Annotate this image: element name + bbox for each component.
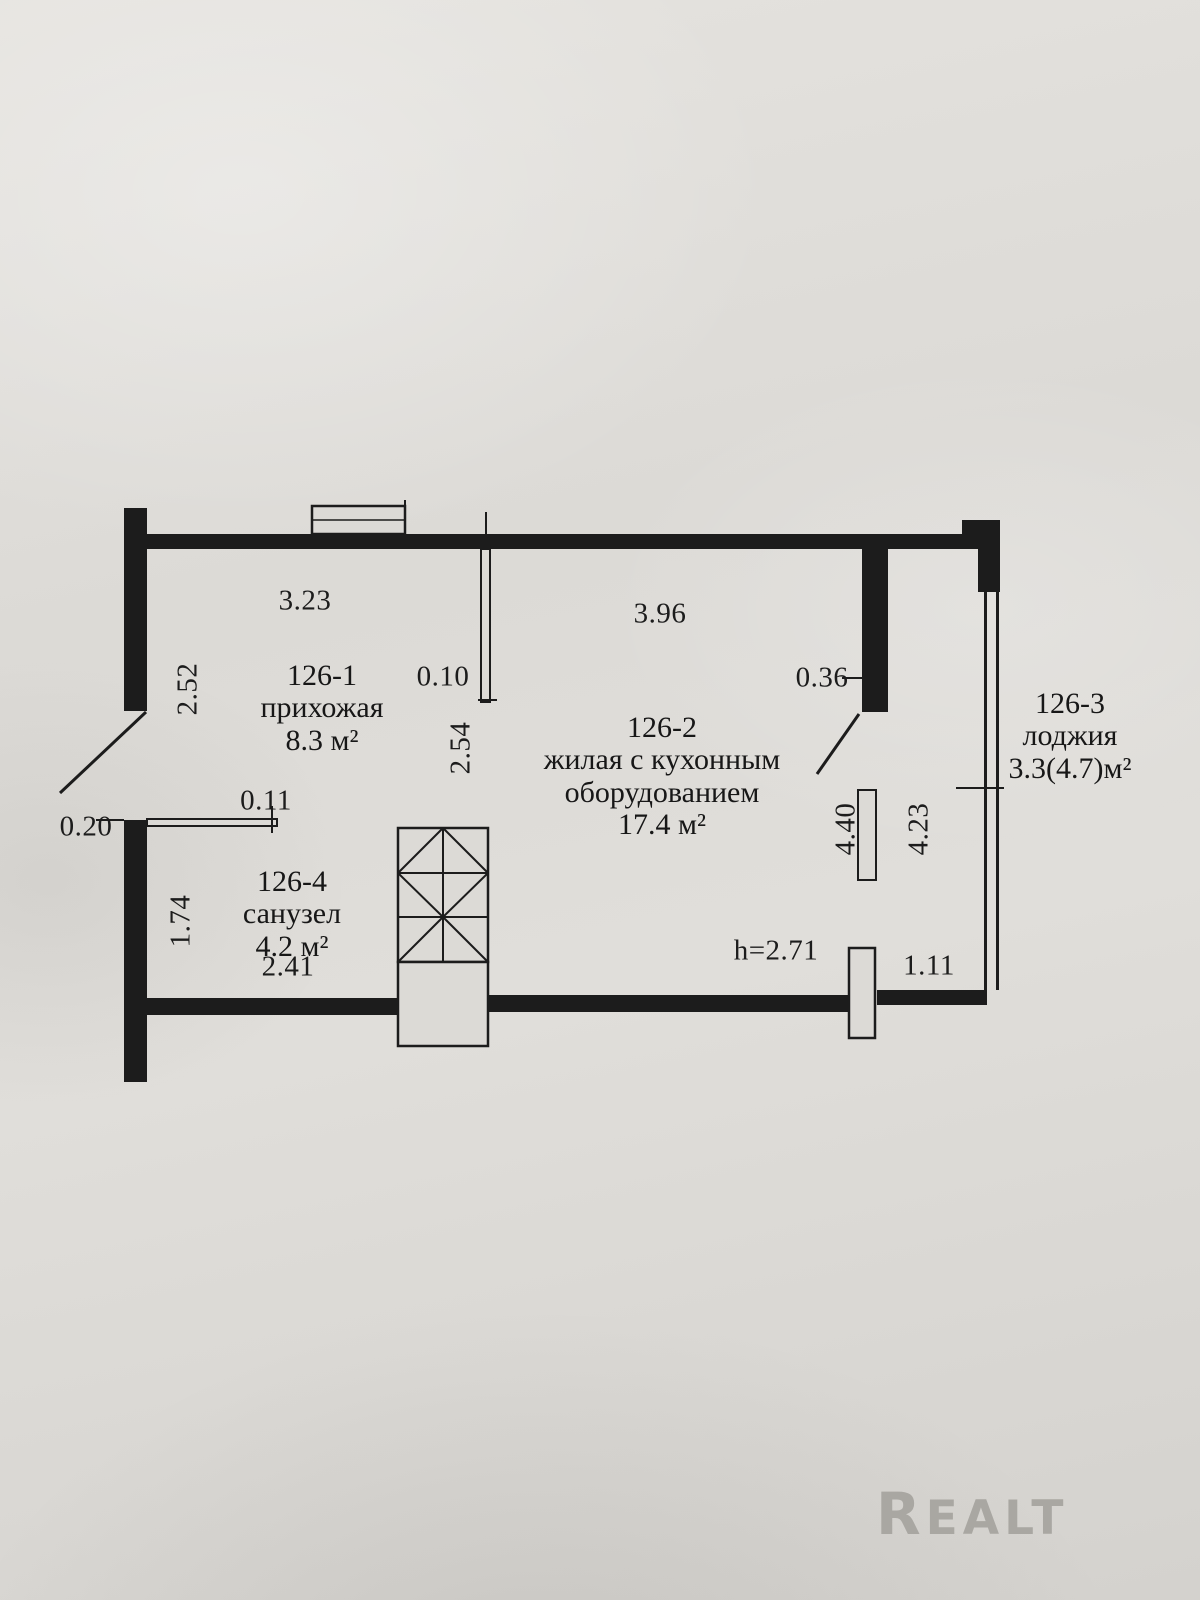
room-area: 8.3 м²: [285, 723, 359, 757]
doors-and-ticks: [58, 500, 1004, 833]
room-area: 17.4 м²: [618, 808, 706, 842]
dim-pier-width: 0.36: [795, 661, 849, 694]
shaft-hatch: [442, 827, 489, 874]
loggia-glazing-inner: [984, 592, 987, 990]
dim-hall-width: 3.23: [278, 584, 332, 617]
loggia-glazing-outer: [996, 592, 999, 990]
radiator: [857, 789, 877, 881]
wall-bottom-loggia: [877, 990, 987, 1005]
partition-bathroom: [146, 818, 278, 827]
room-label-126-4: 126-4 санузел 4.2 м²: [242, 865, 342, 963]
wall-top: [147, 534, 862, 549]
wall-left-lower: [124, 820, 147, 1082]
room-label-126-3: 126-3 лоджия 3.3(4.7)м²: [1008, 687, 1132, 785]
room-area: 4.2 м²: [255, 929, 329, 963]
wall-bottom-mid: [487, 995, 851, 1012]
shaft-lower-outline: [396, 960, 490, 1048]
room-label-126-1: 126-1 прихожая 8.3 м²: [260, 659, 384, 757]
realt-watermark-logo: Realt: [876, 1480, 1069, 1548]
shaft-hatch: [442, 916, 489, 963]
wall-left-upper: [124, 508, 147, 711]
room-name: лоджия: [1022, 719, 1118, 753]
dim-bath-wall-thickness: 0.11: [240, 784, 292, 817]
dim-bath-width: 2.41: [261, 950, 315, 983]
dim-living-width: 3.96: [633, 597, 687, 630]
room-id: 126-2: [627, 711, 697, 744]
shaft-hatch: [397, 827, 444, 874]
wall-pier-loggia: [847, 946, 877, 1040]
wall-right-upper: [862, 534, 888, 712]
wall-top-right-extension: [888, 534, 962, 549]
room-name: жилая с кухонным оборудованием: [543, 743, 781, 809]
dim-ceiling-height: h=2.71: [733, 934, 819, 967]
shaft-hatch: [397, 872, 444, 918]
dim-loggia-width: 1.11: [903, 949, 955, 982]
room-id: 126-3: [1035, 687, 1105, 720]
entrance-door-swing: [58, 710, 148, 795]
room-id: 126-4: [256, 865, 327, 898]
balcony-door-swing: [815, 713, 861, 775]
dim-bath-depth: 1.74: [164, 894, 197, 948]
ventilation-shaft: [396, 826, 490, 1048]
wall-bottom-left: [147, 998, 398, 1015]
dim-partition-thickness: 0.10: [416, 660, 470, 693]
dim-living-depth-left: 4.40: [829, 802, 862, 856]
shaft-hatch: [397, 916, 444, 963]
dim-wall-thickness: 0.20: [59, 810, 113, 843]
room-name: санузел: [242, 897, 342, 931]
dim-hall-depth: 2.52: [171, 662, 204, 716]
room-name: прихожая: [260, 691, 384, 725]
room-area: 3.3(4.7)м²: [1008, 751, 1132, 785]
wall-corner-top-right: [962, 520, 1000, 592]
partition-hall-living: [480, 548, 491, 703]
room-label-126-2: 126-2 жилая с кухонным оборудованием 17.…: [537, 711, 787, 842]
walls: [124, 508, 1000, 1082]
dim-partition-length: 2.54: [444, 721, 477, 775]
room-id: 126-1: [287, 659, 357, 692]
dim-loggia-depth: 4.23: [902, 802, 935, 856]
shaft-hatch: [442, 872, 489, 918]
